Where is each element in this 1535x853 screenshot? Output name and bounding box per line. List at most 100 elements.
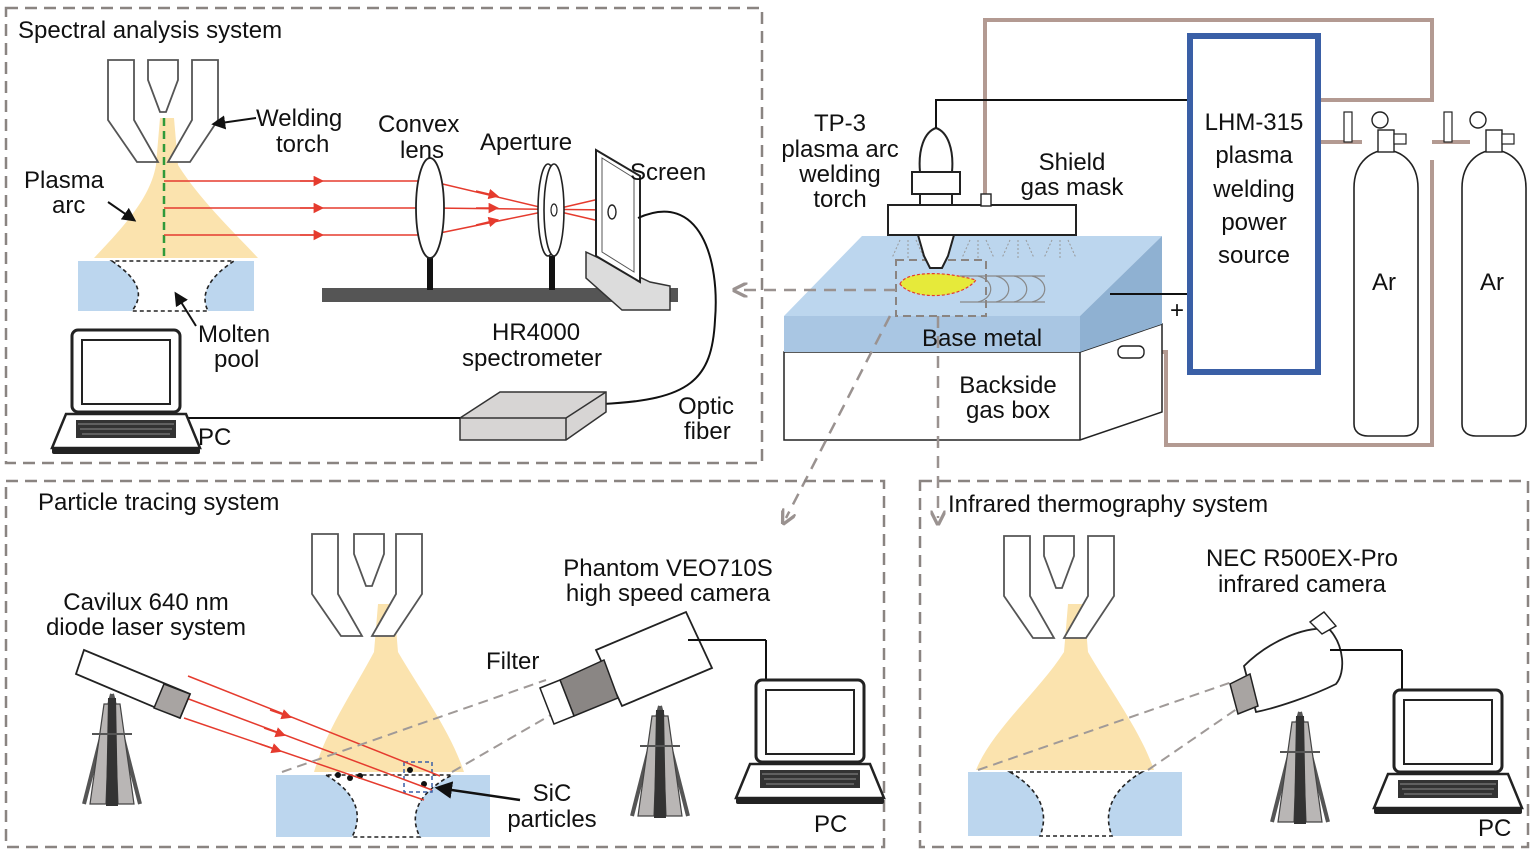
molten-pool-label: Molten pool [198,321,270,373]
convex-lens-label: Convex lens [378,111,459,164]
svg-text:pool: pool [214,346,259,373]
plasma-arc [976,604,1154,770]
svg-text:HR4000: HR4000 [492,319,580,346]
svg-text:Plasma: Plasma [24,167,105,194]
svg-text:NEC R500EX-Pro: NEC R500EX-Pro [1206,545,1398,572]
infrared-panel-frame [918,479,1530,849]
svg-text:TP-3: TP-3 [814,110,866,137]
optical-beams [164,175,613,241]
arrow-to-particle [786,315,892,518]
svg-text:infrared camera: infrared camera [1218,571,1387,598]
laptop-icon [734,678,886,806]
svg-text:particles: particles [507,806,596,833]
svg-text:Molten: Molten [198,321,270,348]
sic-label: SiC particles [507,780,596,833]
tripod-icon [82,692,142,808]
svg-text:source: source [1218,242,1290,269]
sic-particle-dots [335,767,427,787]
particle-panel-title: Particle tracing system [38,489,279,516]
svg-text:diode laser system: diode laser system [46,614,246,641]
svg-text:LHM-315: LHM-315 [1205,109,1304,136]
svg-text:Phantom VEO710S: Phantom VEO710S [563,555,772,582]
screen-label: Screen [630,159,706,186]
particle-panel-frame [4,479,886,849]
svg-text:Convex: Convex [378,111,459,138]
svg-text:power: power [1221,209,1286,236]
pc-label: PC [814,811,847,838]
laser-unit-icon [74,648,192,720]
weld-bead [899,273,978,297]
spectrometer-label: HR4000 spectrometer [462,319,602,372]
svg-text:Shield: Shield [1039,149,1106,176]
argon-label-1: Ar [1372,269,1396,296]
optic-fiber-cable [601,210,717,405]
svg-text:fiber: fiber [684,418,731,445]
infrared-panel-title: Infrared thermography system [948,491,1268,518]
plasma-arc [94,118,258,258]
gas-inlet [1117,345,1145,359]
gas-pipe-top [983,18,1434,205]
spectrometer-box [459,391,607,441]
svg-text:arc: arc [52,192,85,219]
weld-ripples [960,275,1046,303]
tripod-icon [1270,710,1330,826]
gas-box-label: Backside gas box [959,372,1056,424]
pc-label: PC [198,424,231,451]
plus-sign: + [1170,297,1184,324]
welding-torch-icon [1003,535,1115,639]
pc-label: PC [1478,815,1511,842]
laser-beams [183,675,441,801]
svg-text:Backside: Backside [959,372,1056,399]
svg-text:SiC: SiC [533,780,572,807]
laser-label: Cavilux 640 nm diode laser system [46,589,246,641]
svg-text:Optic: Optic [678,393,734,420]
camera-sight-lines [281,679,557,773]
power-source-label: LHM-315 plasma welding power source [1205,109,1304,269]
svg-text:torch: torch [813,186,866,213]
svg-text:lens: lens [400,137,444,164]
base-metal-label: Base metal [922,325,1042,352]
svg-text:gas mask: gas mask [1021,174,1125,201]
high-speed-camera-icon [539,610,767,725]
svg-text:welding: welding [798,161,880,188]
molten-pool [1007,771,1145,837]
negative-wire [935,99,1188,128]
laptop-icon [1372,688,1524,816]
welding-torch-icon [311,533,423,637]
gas-cylinder-icon [1443,111,1527,437]
tripod-icon [630,704,690,820]
camera-label: Phantom VEO710S high speed camera [563,555,772,607]
spectral-panel-title: Spectral analysis system [18,17,282,44]
svg-text:Cavilux 640 nm: Cavilux 640 nm [63,589,228,616]
convex-lens [415,157,445,290]
argon-label-2: Ar [1480,269,1504,296]
svg-text:plasma: plasma [1215,142,1293,169]
svg-text:high speed camera: high speed camera [566,580,771,607]
plasma-arc-label: Plasma arc [24,167,105,219]
screen [585,148,671,311]
particle-tracing-panel: Particle tracing system [4,479,886,849]
svg-text:plasma arc: plasma arc [781,136,898,163]
gas-flow-lines [891,239,1077,259]
shield-gas-mask [887,204,1077,236]
optical-rail [322,288,678,302]
infrared-camera-icon [1229,611,1403,716]
camera-sight-lines [977,681,1245,771]
plasma-torch-icon [911,126,961,269]
laptop-icon [50,328,202,456]
gas-cylinder-icon [1343,111,1419,437]
shield-gas-mask-label: Shield gas mask [1021,149,1125,201]
welding-setup: − + LHM-315 plasma welding power source … [740,18,1527,518]
svg-text:Welding: Welding [256,105,342,132]
svg-text:spectrometer: spectrometer [462,345,602,372]
torch-label: TP-3 plasma arc welding torch [781,110,898,213]
spectral-analysis-panel: Spectral analysis system [4,6,764,465]
molten-pool [109,260,237,312]
welding-torch-icon [107,59,219,163]
minus-sign: − [1170,87,1184,114]
welding-torch-label: Welding torch [256,105,342,158]
plasma-arc [314,604,464,772]
svg-text:gas box: gas box [966,397,1050,424]
power-source-box [1187,33,1321,375]
